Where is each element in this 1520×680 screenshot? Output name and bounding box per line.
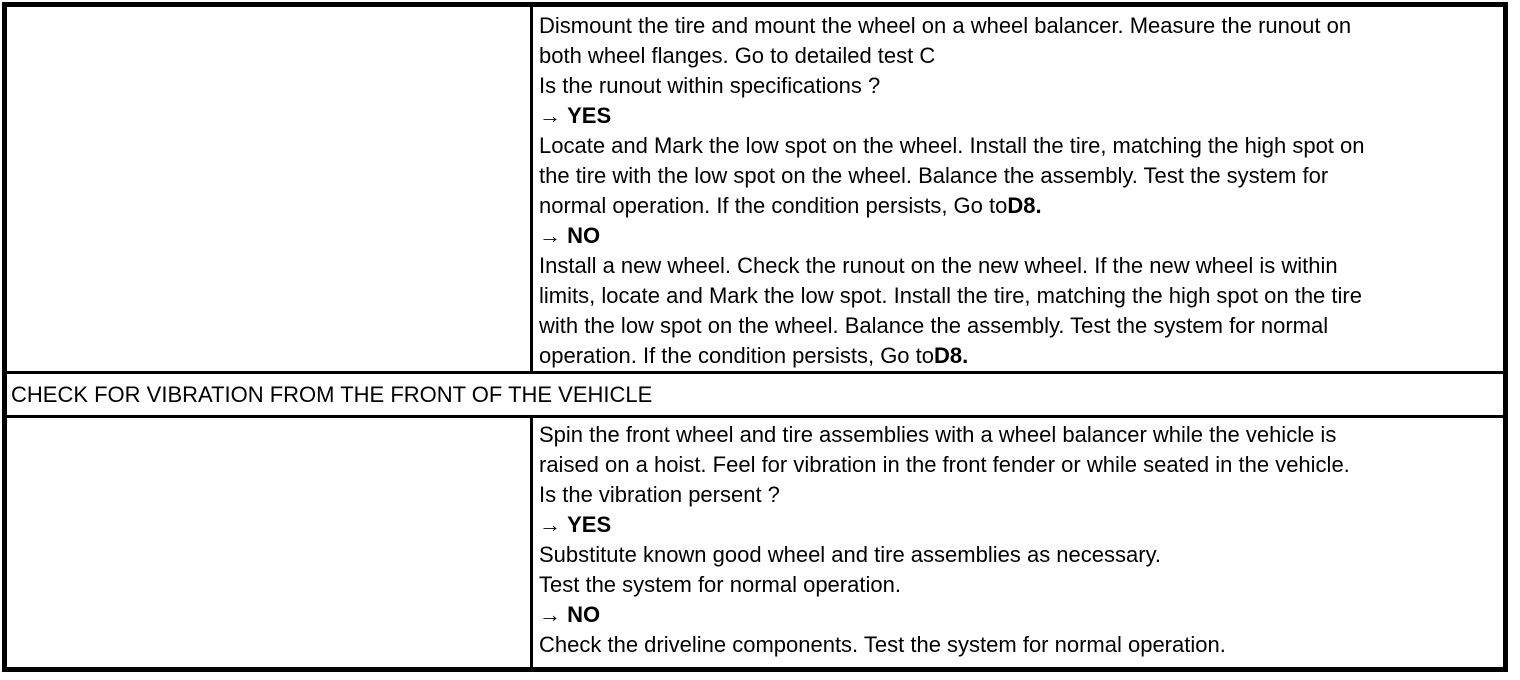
text-line: Test the system for normal operation. <box>539 570 1495 600</box>
text-segment: → <box>539 223 568 248</box>
text-line: → YES <box>539 510 1495 540</box>
text-line: both wheel flanges. Go to detailed test … <box>539 41 1495 71</box>
table-cell-empty-bottom-left <box>7 418 533 667</box>
section-header-check-vibration-front: CHECK FOR VIBRATION FROM THE FRONT OF TH… <box>11 381 653 407</box>
bold-text-segment: D8. <box>934 343 969 368</box>
bold-text-segment: NO <box>567 223 601 248</box>
table-row-wheel-runout: Dismount the tire and mount the wheel on… <box>7 7 1503 374</box>
text-segment: Is the vibration persent ? <box>539 482 780 507</box>
text-segment: → <box>539 602 568 627</box>
table-cell-procedure-wheel-runout: Dismount the tire and mount the wheel on… <box>533 7 1503 371</box>
text-segment: Substitute known good wheel and tire ass… <box>539 542 1162 567</box>
bold-text-segment: D8. <box>1007 193 1042 218</box>
text-segment: Test the system for normal operation. <box>539 572 901 597</box>
text-line: normal operation. If the condition persi… <box>539 191 1495 221</box>
text-segment: normal operation. If the condition persi… <box>539 193 1008 218</box>
text-segment: the tire with the low spot on the wheel.… <box>539 163 1329 188</box>
text-segment: raised on a hoist. Feel for vibration in… <box>539 452 1350 477</box>
text-segment: Locate and Mark the low spot on the whee… <box>539 133 1365 158</box>
text-segment: Spin the front wheel and tire assemblies… <box>539 422 1337 447</box>
text-line: the tire with the low spot on the wheel.… <box>539 161 1495 191</box>
table-row-section-header: CHECK FOR VIBRATION FROM THE FRONT OF TH… <box>7 374 1503 418</box>
text-segment: → <box>539 512 568 537</box>
text-segment: both wheel flanges. Go to detailed test … <box>539 43 936 68</box>
text-line: → NO <box>539 600 1495 630</box>
text-line: Is the runout within specifications ? <box>539 71 1495 101</box>
text-segment: Install a new wheel. Check the runout on… <box>539 253 1338 278</box>
text-segment: → <box>539 103 568 128</box>
table-cell-empty-top-left <box>7 7 533 371</box>
text-segment: operation. If the condition persists, Go… <box>539 343 935 368</box>
bold-text-segment: YES <box>567 512 612 537</box>
text-line: Check the driveline components. Test the… <box>539 630 1495 660</box>
text-line: operation. If the condition persists, Go… <box>539 341 1495 371</box>
text-segment: Is the runout within specifications ? <box>539 73 881 98</box>
text-segment: limits, locate and Mark the low spot. In… <box>539 283 1362 308</box>
text-line: limits, locate and Mark the low spot. In… <box>539 281 1495 311</box>
text-line: → YES <box>539 101 1495 131</box>
text-line: Locate and Mark the low spot on the whee… <box>539 131 1495 161</box>
text-line: Spin the front wheel and tire assemblies… <box>539 420 1495 450</box>
text-line: Substitute known good wheel and tire ass… <box>539 540 1495 570</box>
text-line: → NO <box>539 221 1495 251</box>
diagnostic-procedure-table: Dismount the tire and mount the wheel on… <box>2 2 1508 672</box>
table-cell-procedure-front-vibration: Spin the front wheel and tire assemblies… <box>533 418 1503 667</box>
text-line: Install a new wheel. Check the runout on… <box>539 251 1495 281</box>
text-line: Is the vibration persent ? <box>539 480 1495 510</box>
text-line: Dismount the tire and mount the wheel on… <box>539 11 1495 41</box>
bold-text-segment: YES <box>567 103 612 128</box>
text-line: raised on a hoist. Feel for vibration in… <box>539 450 1495 480</box>
text-segment: Dismount the tire and mount the wheel on… <box>539 13 1352 38</box>
table-row-front-vibration: Spin the front wheel and tire assemblies… <box>7 418 1503 667</box>
bold-text-segment: NO <box>567 602 601 627</box>
text-segment: with the low spot on the wheel. Balance … <box>539 313 1329 338</box>
text-segment: Check the driveline components. Test the… <box>539 632 1226 657</box>
text-line: with the low spot on the wheel. Balance … <box>539 311 1495 341</box>
